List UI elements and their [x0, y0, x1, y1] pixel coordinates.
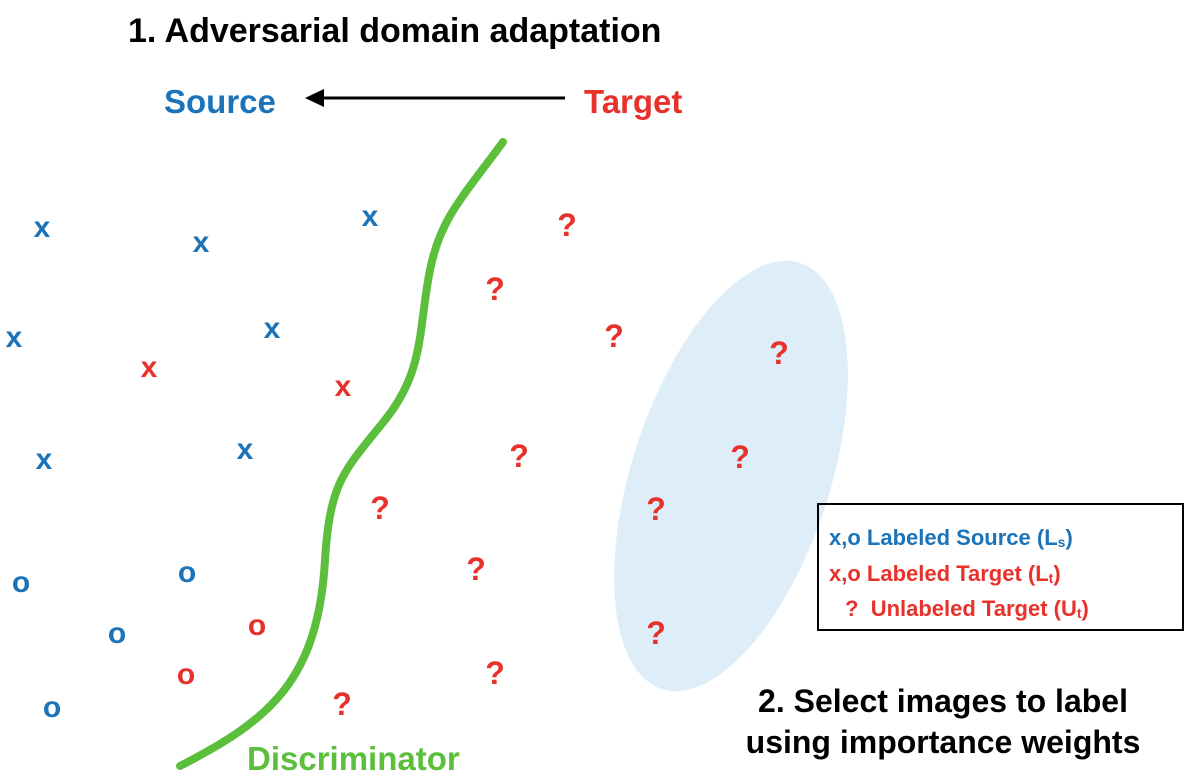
- legend-row-labeled-target: x,o Labeled Target (Lt): [829, 561, 1061, 586]
- source-x-marker: x: [35, 443, 53, 476]
- diagram-title: 1. Adversarial domain adaptation: [128, 12, 662, 50]
- source-x-marker: x: [192, 226, 210, 259]
- legend-box: x,o Labeled Source (Ls) x,o Labeled Targ…: [817, 503, 1184, 631]
- source-o-marker: o: [42, 691, 62, 724]
- source-o-marker: o: [11, 566, 31, 599]
- selection-caption: 2. Select images to label using importan…: [746, 681, 1141, 763]
- unlabeled-target-marker: ?: [769, 335, 789, 371]
- legend-symbol: x,o: [829, 561, 861, 586]
- selection-ellipse: [614, 260, 848, 692]
- legend-row-labeled-source: x,o Labeled Source (Ls): [829, 525, 1073, 550]
- unlabeled-target-marker: ?: [332, 686, 352, 722]
- source-x-marker: x: [361, 200, 379, 233]
- legend-close: ): [1053, 561, 1061, 586]
- legend-subscript: s: [1057, 534, 1066, 550]
- source-o-marker: o: [177, 556, 197, 589]
- target-label: Target: [584, 83, 683, 120]
- legend-text: Unlabeled Target (U: [870, 596, 1077, 621]
- legend-symbol: ?: [845, 596, 859, 621]
- unlabeled-target-marker: ?: [370, 490, 390, 526]
- target-o-marker: o: [247, 609, 267, 642]
- unlabeled-target-marker: ?: [604, 318, 624, 354]
- target-o-marker: o: [176, 658, 196, 691]
- source-o-marker: o: [107, 617, 127, 650]
- source-x-marker: x: [5, 321, 23, 354]
- target-x-marker: x: [334, 370, 352, 403]
- legend-text: Labeled Target (L: [866, 561, 1049, 586]
- source-x-marker: x: [263, 312, 281, 345]
- unlabeled-target-marker: ?: [646, 615, 666, 651]
- unlabeled-target-marker: ?: [730, 439, 750, 475]
- legend-text: Labeled Source (L: [866, 525, 1058, 550]
- discriminator-label: Discriminator: [247, 740, 460, 777]
- source-x-marker: x: [33, 211, 51, 244]
- source-x-marker: x: [236, 433, 254, 466]
- discriminator-curve: [176, 138, 507, 770]
- unlabeled-target-marker: ?: [485, 271, 505, 307]
- adaptation-arrow-head: [305, 89, 324, 107]
- target-x-marker: x: [140, 351, 158, 384]
- legend-symbol: x,o: [829, 525, 861, 550]
- unlabeled-target-marker: ?: [646, 491, 666, 527]
- unlabeled-target-marker: ?: [509, 438, 529, 474]
- source-label: Source: [164, 83, 276, 120]
- legend-row-unlabeled-target: ? Unlabeled Target (Ut): [845, 596, 1089, 621]
- selection-caption-line2: using importance weights: [745, 723, 1141, 760]
- selection-caption-line1: 2. Select images to label: [758, 683, 1128, 719]
- legend-close: ): [1081, 596, 1089, 621]
- unlabeled-target-marker: ?: [466, 551, 486, 587]
- legend-close: ): [1065, 525, 1073, 550]
- unlabeled-target-marker: ?: [485, 655, 505, 691]
- legend-subscript: t: [1048, 570, 1054, 586]
- legend-subscript: t: [1076, 605, 1082, 621]
- unlabeled-target-marker: ?: [557, 207, 577, 243]
